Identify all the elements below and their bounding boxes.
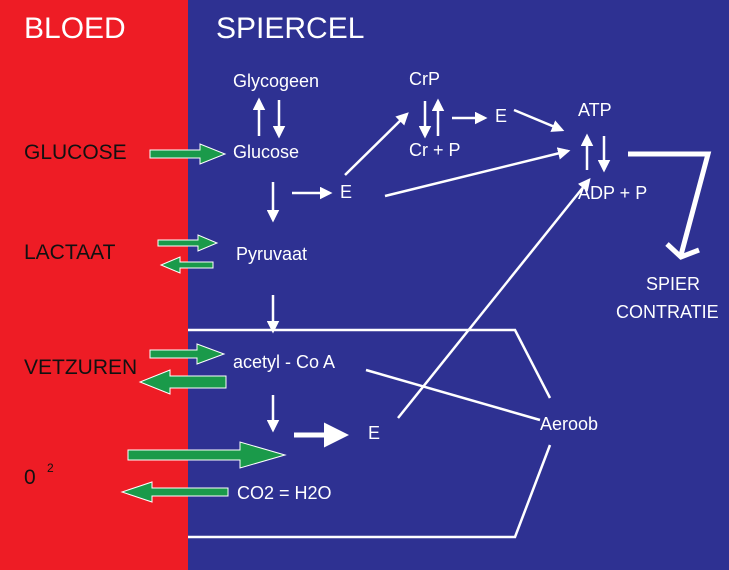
glucose-node: Glucose [233,142,300,162]
spier-label: SPIER [646,274,701,294]
spiercel-panel [188,0,729,570]
glycogeen-node: Glycogeen [233,71,320,91]
vetzuren-in-arrow [149,343,226,365]
glucose-in-arrow [149,143,227,165]
crp-node: CrP [409,69,440,89]
e-to-atp-arrow [384,147,571,198]
acetyl-coa-node: acetyl - Co A [233,352,336,372]
lactaat-out-arrow [159,256,214,274]
atp-node: ATP [578,100,612,120]
e-glucose-node: E [340,182,353,202]
e-cr-node: E [495,106,508,126]
vetzuren-blood-label: VETZUREN [24,356,138,379]
glucose-blood-label: GLUCOSE [24,141,127,164]
bloed-panel [0,0,188,570]
o2-in-arrow [127,441,287,469]
aerobic-region-bottom-outline [188,444,552,539]
contratie-label: CONTRATIE [616,302,719,322]
contraction-bent-arrow [628,151,712,256]
co2-out-arrow [120,481,229,503]
adp-p-node: ADP + P [578,183,648,203]
co2-node: CO2 = H2O [237,483,332,503]
bloed-header: BLOED [24,12,126,45]
o2-subscript: 2 [47,461,54,475]
aerobic-region-top-outline [188,328,552,399]
e-aerobic-to-atp-arrow [397,178,591,419]
e-cr-to-atp-arrow [513,108,565,132]
pyruvaat-node: Pyruvaat [236,244,308,264]
e-aerobic-node: E [368,423,381,443]
lactaat-in-arrow [157,234,219,252]
aeroob-node: Aeroob [540,414,599,434]
spiercel-header: SPIERCEL [216,12,365,45]
lactaat-blood-label: LACTAAT [24,241,116,264]
cr-p-node: Cr + P [409,140,461,160]
e-to-crp-arrow [344,112,409,176]
vetzuren-out-arrow [138,369,227,395]
acetyl-to-aeroob-line [365,368,541,422]
contraction-arrowhead [665,242,700,260]
o2-blood-label: 0 [24,466,36,489]
